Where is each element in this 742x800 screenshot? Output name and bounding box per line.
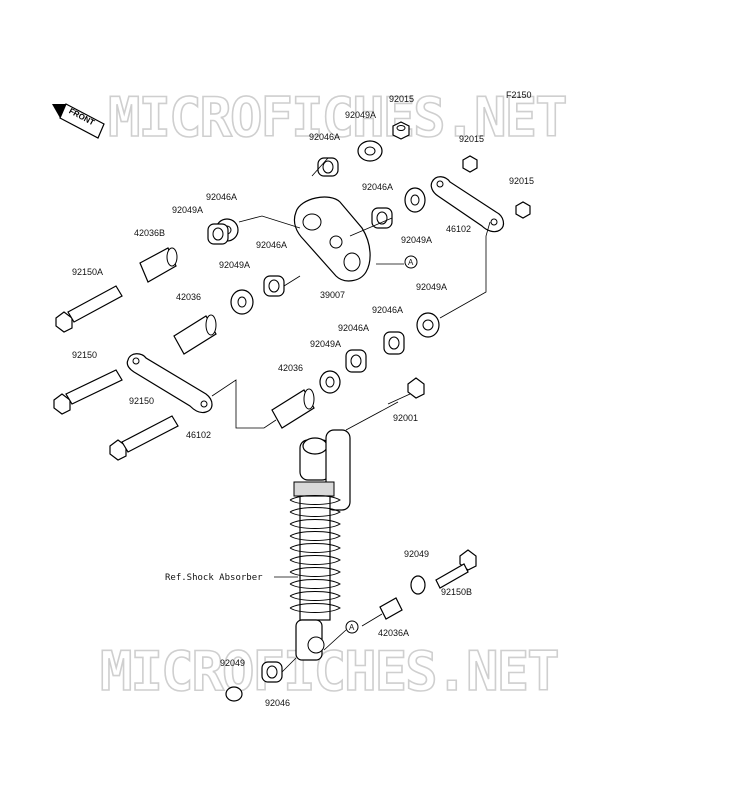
reference-label: Ref.Shock Absorber [165,573,263,583]
washer-92049A-upper [404,187,426,213]
label-92046A-upper: 92046A [362,182,393,192]
label-42036-lower: 42036 [278,363,303,373]
marker-a-upper: A [404,255,418,269]
diagram-code: F2150 [506,90,532,100]
svg-text:A: A [408,258,414,267]
label-92049A-top: 92049A [345,110,376,120]
collar-42036-upper [173,314,217,355]
bolt-92150B [435,549,477,589]
label-92049A-left: 92049A [172,205,203,215]
bearing-92046 [261,661,283,683]
label-92015-mid: 92015 [459,134,484,144]
label-42036B: 42036B [134,228,165,238]
label-46102-left: 46102 [186,430,211,440]
front-arrow-icon: FRONT [52,103,105,139]
rocker-arm-39007 [293,196,371,282]
bearing-92046A-center [263,275,285,297]
label-92049-left: 92049 [220,658,245,668]
tie-rod-46102-right [430,176,505,233]
collar-42036-lower [271,388,315,429]
collar-42036A [379,597,403,620]
marker-a-lower: A [345,620,359,634]
washer-92049A-top [357,140,383,162]
label-92015-top: 92015 [389,94,414,104]
label-92015-right: 92015 [509,176,534,186]
washer-92049-left [225,686,243,702]
label-92049A-center: 92049A [219,260,250,270]
label-92049A-lower: 92049A [310,339,341,349]
label-92150-upper: 92150 [72,350,97,360]
label-92150-lower: 92150 [129,396,154,406]
bearing-92046A-top [317,157,339,177]
bolt-92150-lower [109,415,179,461]
label-46102-right: 46102 [446,224,471,234]
bearing-92046A-left [207,223,229,245]
label-92046: 92046 [265,698,290,708]
watermark-top: MICROFICHES.NET [108,86,566,149]
label-92046A-lower: 92046A [372,305,403,315]
washer-92049A-right [416,312,440,338]
bolt-92001 [387,377,425,405]
shock-absorber [289,429,351,661]
tie-rod-46102-left [126,353,213,414]
label-92046A-center: 92046A [256,240,287,250]
bolt-92150-upper [53,369,123,415]
label-92001: 92001 [393,413,418,423]
nut-92015-top [392,121,410,140]
bearing-92046A-lower [383,331,405,355]
nut-92015-mid [462,155,478,173]
washer-92049A-center [230,289,254,315]
label-92150B: 92150B [441,587,472,597]
bolt-92150A [55,285,123,333]
nut-92015-right [515,201,531,219]
label-92150A: 92150A [72,267,103,277]
label-92046A-top: 92046A [309,132,340,142]
label-92049A-right: 92049A [416,282,447,292]
watermark-bottom: MICROFICHES.NET [100,640,558,703]
label-42036A: 42036A [378,628,409,638]
label-92046A-lower2: 92046A [338,323,369,333]
label-42036-upper: 42036 [176,292,201,302]
washer-92049A-lower [319,370,341,394]
svg-text:A: A [349,623,355,632]
collar-42036B [139,247,178,283]
label-92046A-left: 92046A [206,192,237,202]
bearing-92046A-lower2 [345,349,367,373]
leader-lines [211,157,491,673]
label-92049-right: 92049 [404,549,429,559]
label-39007: 39007 [320,290,345,300]
label-92049A-upper: 92049A [401,235,432,245]
washer-92049-right [410,575,426,595]
